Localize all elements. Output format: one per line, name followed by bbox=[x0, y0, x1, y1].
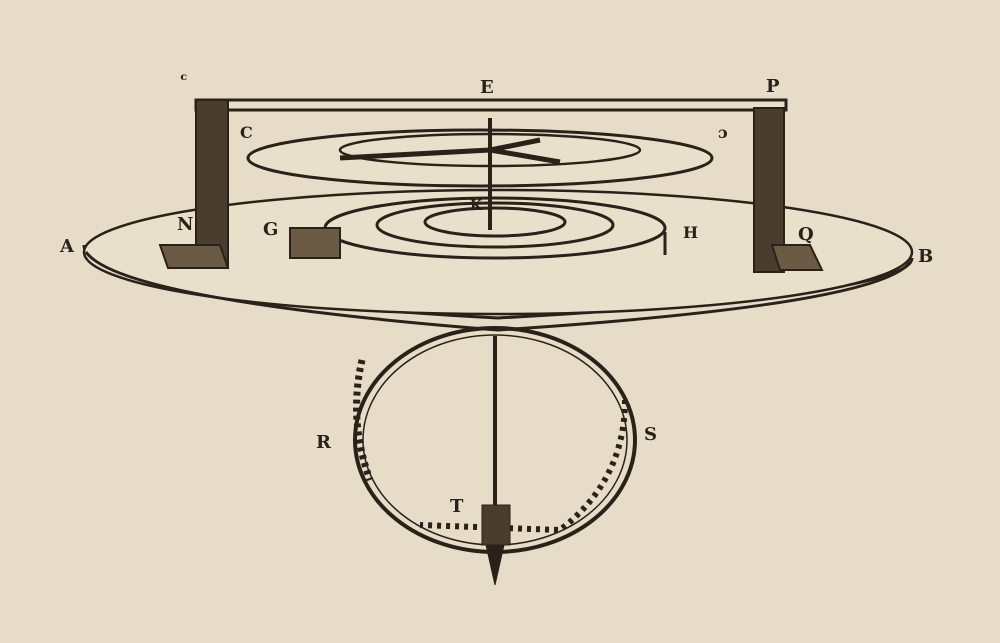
foot-Q bbox=[770, 244, 824, 271]
label-N: N bbox=[177, 214, 193, 235]
label-G: G bbox=[263, 219, 278, 240]
label-E: E bbox=[480, 77, 494, 98]
spiral-spring bbox=[289, 196, 667, 260]
bridge-top bbox=[194, 98, 788, 112]
foot-N bbox=[158, 244, 230, 269]
label-R: R bbox=[316, 432, 332, 453]
label-T: T bbox=[450, 496, 464, 517]
balance-wheel bbox=[246, 118, 714, 230]
bridge bbox=[158, 98, 824, 273]
label-S: S bbox=[644, 424, 657, 445]
label-A: A bbox=[59, 236, 75, 257]
base-plate bbox=[82, 188, 914, 332]
label-P: P bbox=[766, 76, 780, 97]
pinion bbox=[481, 504, 511, 546]
plate-top bbox=[82, 188, 914, 316]
spring-coil-3 bbox=[423, 206, 567, 238]
label-K: K bbox=[470, 198, 483, 214]
label-top-left-mark: ᶜ bbox=[180, 70, 188, 91]
ring-teeth-right bbox=[419, 399, 628, 534]
label-C: C bbox=[240, 123, 253, 142]
label-H: H bbox=[683, 223, 698, 242]
label-D: ɔ bbox=[718, 123, 728, 142]
label-B: B bbox=[918, 246, 933, 267]
label-Q: Q bbox=[798, 224, 814, 245]
spring-stud-G bbox=[289, 227, 341, 259]
bridge-left-post bbox=[195, 99, 229, 269]
spring-coil-2 bbox=[375, 201, 615, 249]
pinion-tip bbox=[485, 544, 505, 586]
toothed-ring bbox=[353, 326, 637, 586]
labels: ᶜ E P C ɔ A N G K H Q B R S T bbox=[59, 70, 933, 517]
balance-rim bbox=[246, 128, 714, 188]
ring-teeth-left bbox=[353, 359, 374, 482]
